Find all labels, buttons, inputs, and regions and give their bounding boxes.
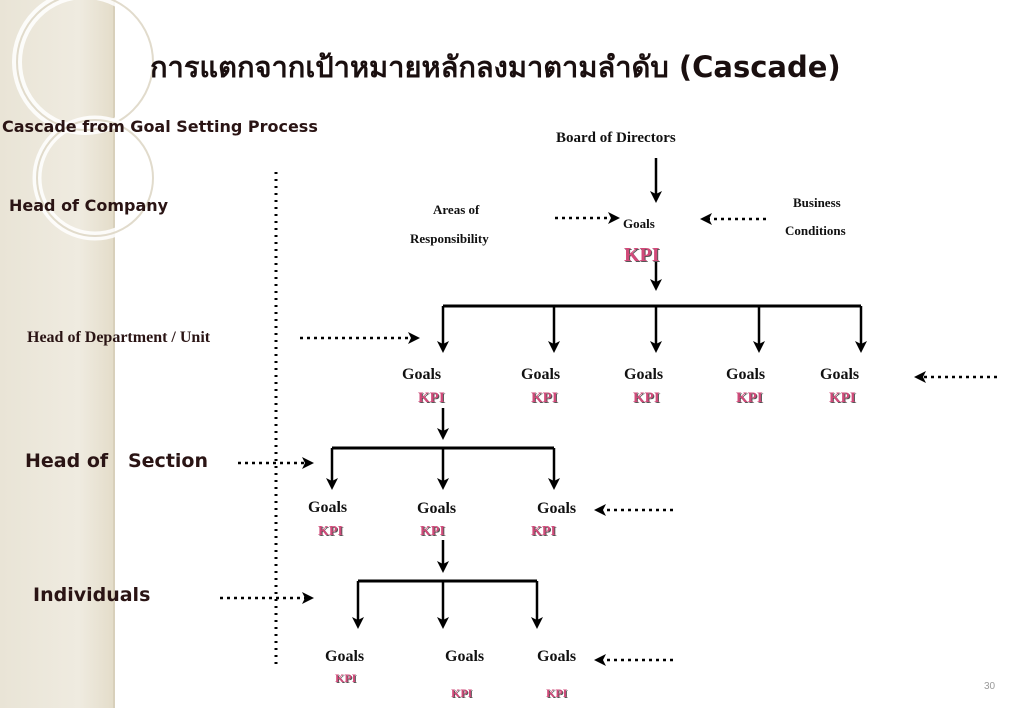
dept-kpi-5: KPI bbox=[829, 390, 856, 406]
level-label-company: Head of Company bbox=[9, 196, 169, 215]
business-label-2: Conditions bbox=[785, 223, 846, 238]
level-label-section: Head of Section bbox=[25, 450, 208, 472]
decorative-rings bbox=[12, 0, 158, 241]
section-goals-2: Goals bbox=[417, 500, 457, 517]
section-kpi-1: KPI bbox=[318, 524, 343, 539]
dept-kpi-4: KPI bbox=[736, 390, 763, 406]
section-goals-3: Goals bbox=[537, 500, 577, 517]
dept-kpi-3: KPI bbox=[633, 390, 660, 406]
page-number: 30 bbox=[984, 681, 996, 692]
page-title: การแตกจากเป้าหมายหลักลงมาตามลำดับ (Casca… bbox=[150, 50, 841, 84]
board-of-directors: Board of Directors bbox=[556, 130, 676, 146]
individual-kpi-1: KPI bbox=[335, 671, 357, 685]
section-goals-1: Goals bbox=[308, 499, 348, 516]
dept-kpi-1: KPI bbox=[418, 390, 445, 406]
individual-kpi-2: KPI bbox=[451, 686, 473, 700]
sidebar-divider bbox=[113, 0, 115, 708]
dept-goals-3: Goals bbox=[624, 366, 664, 383]
top-kpi: KPI bbox=[624, 244, 660, 266]
dept-goals-4: Goals bbox=[726, 366, 766, 383]
level-label-department: Head of Department / Unit bbox=[27, 329, 211, 346]
areas-label-2: Responsibility bbox=[410, 231, 489, 246]
dept-goals-5: Goals bbox=[820, 366, 860, 383]
business-label-1: Business bbox=[793, 195, 841, 210]
individual-goals-1: Goals bbox=[325, 648, 365, 665]
individual-goals-2: Goals bbox=[445, 648, 485, 665]
level-label-individuals: Individuals bbox=[33, 584, 151, 606]
dept-kpi-2: KPI bbox=[531, 390, 558, 406]
subtitle: Cascade from Goal Setting Process bbox=[2, 117, 318, 136]
dept-goals-1: Goals bbox=[402, 366, 442, 383]
individual-goals-3: Goals bbox=[537, 648, 577, 665]
dept-goals-2: Goals bbox=[521, 366, 561, 383]
top-goals: Goals bbox=[623, 216, 655, 231]
areas-label-1: Areas of bbox=[433, 202, 480, 217]
section-kpi-3: KPI bbox=[531, 524, 556, 539]
section-kpi-2: KPI bbox=[420, 524, 445, 539]
individual-kpi-3: KPI bbox=[546, 686, 568, 700]
